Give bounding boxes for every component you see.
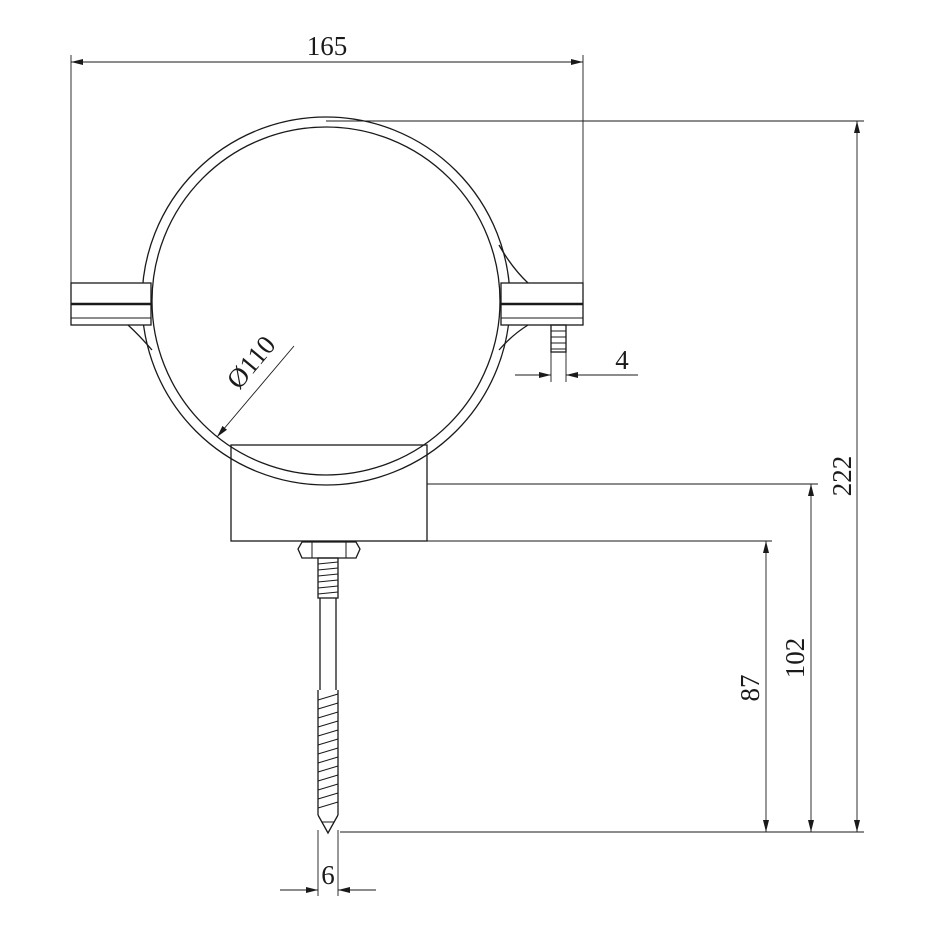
dimension-lines: 165 222 102 87 Ø110 xyxy=(70,31,864,896)
dim-overall-width: 165 xyxy=(70,31,584,283)
clamp-body xyxy=(70,116,584,835)
dim-base-height: 102 xyxy=(427,483,818,832)
dim-overall-height-label: 222 xyxy=(827,456,857,497)
dim-pipe-diameter: Ø110 xyxy=(216,330,295,438)
gusset-right-bottom xyxy=(498,324,529,351)
dim-base-height-label: 102 xyxy=(780,638,810,679)
gusset-right-top xyxy=(498,244,529,284)
dim-screw-diameter-label: 6 xyxy=(321,860,335,890)
dim-overall-height: 222 xyxy=(326,120,864,833)
flange-left xyxy=(70,282,152,326)
clamp-ring-inner xyxy=(151,126,501,476)
hex-nut xyxy=(297,541,361,559)
threaded-stud xyxy=(550,324,567,353)
clamp-ring-outer xyxy=(141,116,511,486)
support-base xyxy=(230,444,428,542)
dim-stud-diameter-label: 4 xyxy=(615,345,629,375)
gusset-left-bottom xyxy=(127,324,153,351)
dim-stud-diameter: 4 xyxy=(515,345,638,382)
dim-screw-length-label: 87 xyxy=(735,675,765,702)
flange-right xyxy=(500,282,584,326)
hanger-screw xyxy=(317,557,339,835)
dim-pipe-diameter-label: Ø110 xyxy=(221,330,282,394)
dim-screw-diameter: 6 xyxy=(280,830,376,896)
dim-screw-length: 87 xyxy=(360,540,772,832)
dim-overall-width-label: 165 xyxy=(307,31,348,61)
